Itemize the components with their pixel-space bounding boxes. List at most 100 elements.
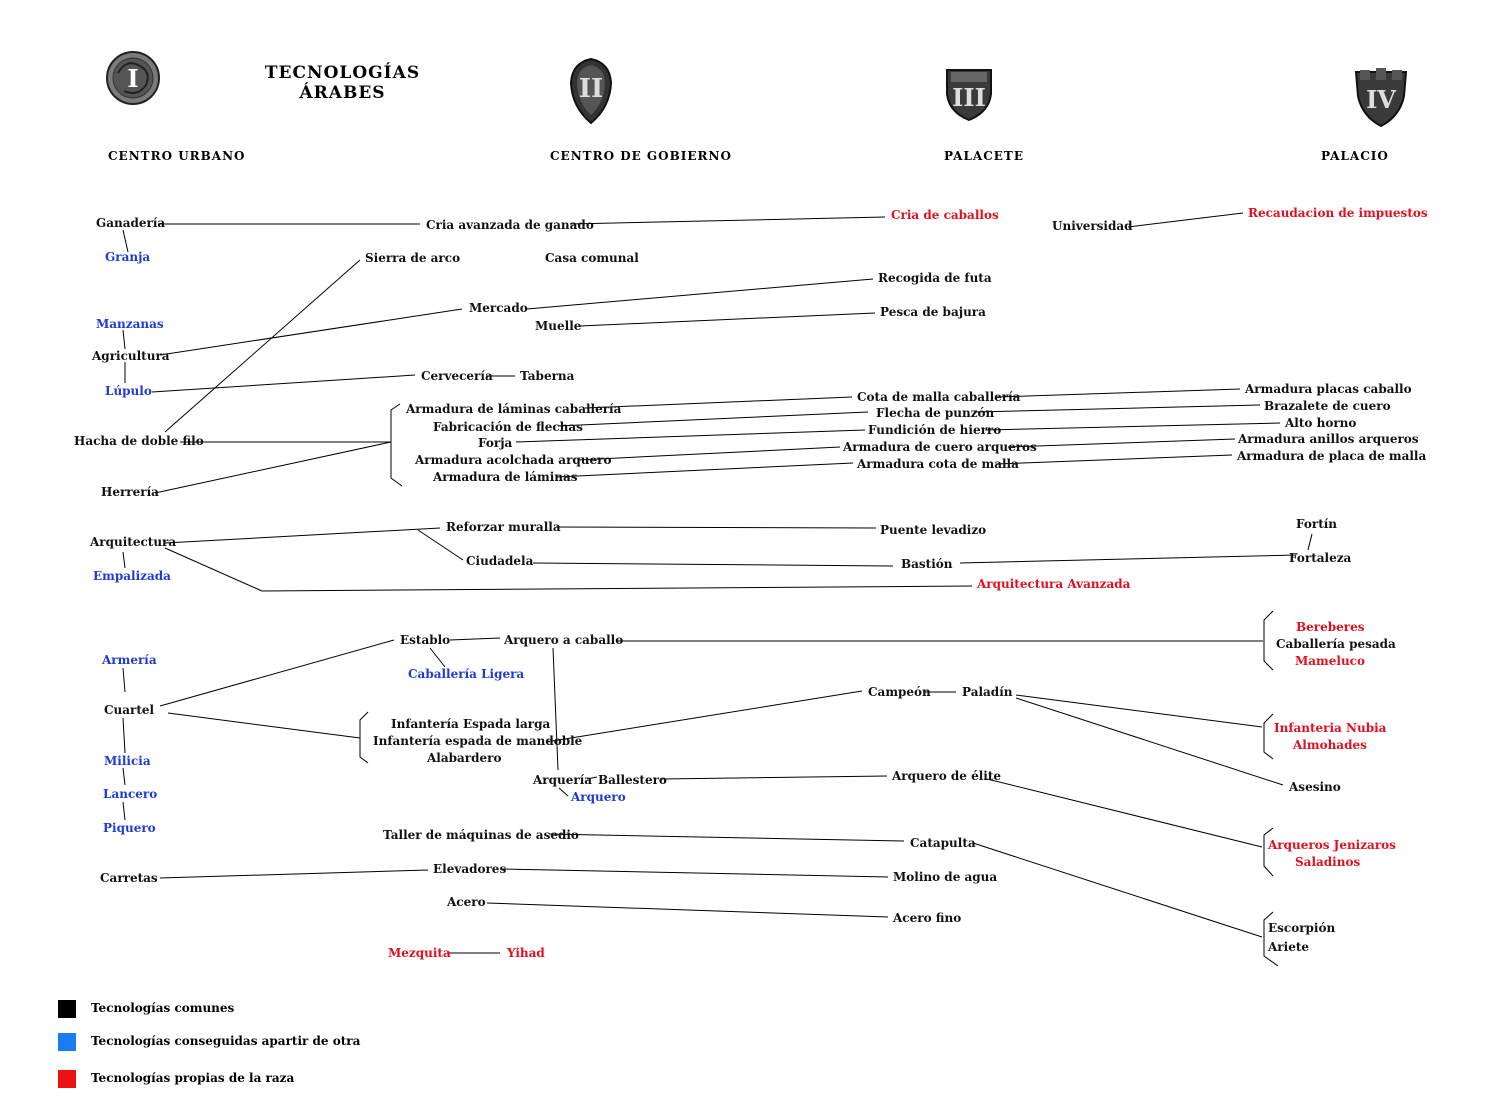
node-ariete: Ariete [1268, 940, 1310, 954]
node-recaudacion: Recaudacion de impuestos [1248, 206, 1428, 220]
age-2-emblem: II [569, 57, 613, 125]
node-alto-horno: Alto horno [1285, 416, 1357, 430]
age-4-emblem: IV [1354, 68, 1408, 128]
node-paladin: Paladín [962, 685, 1013, 699]
node-milicia: Milicia [104, 754, 151, 768]
node-fortin: Fortín [1296, 517, 1338, 531]
node-arquero-caballo: Arquero a caballo [504, 633, 624, 647]
node-arquitectura-avanzada: Arquitectura Avanzada [977, 577, 1131, 591]
node-fundicion-hierro: Fundición de hierro [868, 423, 1002, 437]
node-armadura-cota-malla: Armadura cota de malla [857, 457, 1019, 471]
page-title: TECNOLOGÍAS ÁRABES [250, 63, 435, 103]
legend-label-common: Tecnologías comunes [91, 1001, 235, 1015]
node-acero-fino: Acero fino [893, 911, 962, 925]
node-forja: Forja [478, 436, 513, 450]
node-campeon: Campeón [868, 685, 931, 699]
node-mezquita: Mezquita [388, 946, 451, 960]
node-infanteria-espada-larga: Infantería Espada larga [391, 717, 551, 731]
node-ciudadela: Ciudadela [466, 554, 534, 568]
age-1-numeral: I [127, 64, 138, 93]
node-lupulo: Lúpulo [105, 384, 152, 398]
age-1-label: CENTRO URBANO [108, 149, 246, 163]
legend-swatch-derived [58, 1033, 76, 1051]
node-armadura-placas-caballo: Armadura placas caballo [1245, 382, 1412, 396]
node-recogida-futa: Recogida de futa [878, 271, 992, 285]
node-acero: Acero [447, 895, 486, 909]
age-1-emblem: I [106, 51, 160, 105]
age-4-numeral: IV [1366, 85, 1396, 114]
legend-swatch-common [58, 1000, 76, 1018]
node-muelle: Muelle [535, 319, 582, 333]
node-elevadores: Elevadores [433, 862, 507, 876]
node-manzanas: Manzanas [96, 317, 164, 331]
node-herreria: Herrería [101, 485, 159, 499]
age-3-numeral: III [952, 83, 986, 112]
node-hacha-doble-filo: Hacha de doble filo [74, 434, 204, 448]
age-2-label: CENTRO DE GOBIERNO [550, 149, 732, 163]
node-bereberes: Bereberes [1296, 620, 1365, 634]
node-empalizada: Empalizada [93, 569, 171, 583]
node-ganaderia: Ganadería [96, 216, 166, 230]
node-brazalete-cuero: Brazalete de cuero [1264, 399, 1391, 413]
node-caballeria-pesada: Caballería pesada [1276, 637, 1396, 651]
node-cota-malla-caballeria: Cota de malla caballería [857, 390, 1021, 404]
node-almohades: Almohades [1293, 738, 1367, 752]
node-armadura-acolchada: Armadura acolchada arquero [415, 453, 612, 467]
node-infanteria-nubia: Infanteria Nubia [1274, 721, 1387, 735]
node-catapulta: Catapulta [910, 836, 976, 850]
node-puente-levadizo: Puente levadizo [880, 523, 987, 537]
node-arquitectura: Arquitectura [90, 535, 177, 549]
node-arquero-elite: Arquero de élite [892, 769, 1002, 783]
age-4-label: PALACIO [1321, 149, 1389, 163]
title-line-1: TECNOLOGÍAS [264, 63, 421, 83]
node-cria-avanzada: Cria avanzada de ganado [426, 218, 594, 232]
node-arqueria: Arquería [533, 773, 593, 787]
node-caballeria-ligera: Caballería Ligera [408, 667, 525, 681]
node-taberna: Taberna [520, 369, 575, 383]
node-piquero: Piquero [103, 821, 156, 835]
node-fortaleza: Fortaleza [1289, 551, 1352, 565]
node-infanteria-mandoble: Infantería espada de mandoble [373, 734, 583, 748]
node-universidad: Universidad [1052, 219, 1133, 233]
node-sierra-arco: Sierra de arco [365, 251, 461, 265]
node-mameluco: Mameluco [1295, 654, 1365, 668]
node-escorpion: Escorpión [1268, 921, 1336, 935]
age-3-label: PALACETE [944, 149, 1024, 163]
node-ballestero: Ballestero [598, 773, 667, 787]
node-pesca-bajura: Pesca de bajura [880, 305, 986, 319]
legend-label-derived: Tecnologías conseguidas apartir de otra [91, 1034, 361, 1048]
node-lancero: Lancero [103, 787, 158, 801]
node-bastion: Bastión [901, 557, 953, 571]
age-3-emblem: III [946, 69, 992, 122]
node-granja: Granja [105, 250, 151, 264]
node-arquero: Arquero [571, 790, 626, 804]
node-taller-asedio: Taller de máquinas de asedio [383, 828, 579, 842]
node-reforzar-muralla: Reforzar muralla [446, 520, 561, 534]
age-2-numeral: II [579, 74, 603, 104]
node-carretas: Carretas [100, 871, 158, 885]
node-agricultura: Agricultura [92, 349, 170, 363]
node-yihad: Yihad [507, 946, 545, 960]
node-armeria: Armería [102, 653, 157, 667]
node-asesino: Asesino [1289, 780, 1341, 794]
node-flecha-punzon: Flecha de punzón [876, 406, 995, 420]
node-casa-comunal: Casa comunal [545, 251, 639, 265]
node-molino-agua: Molino de agua [893, 870, 998, 884]
node-armadura-laminas: Armadura de láminas [433, 470, 578, 484]
legend-swatch-race [58, 1070, 76, 1088]
node-mercado: Mercado [469, 301, 528, 315]
node-cerveceria: Cervecería [421, 369, 493, 383]
node-armadura-anillos: Armadura anillos arqueros [1238, 432, 1419, 446]
node-alabardero: Alabardero [427, 751, 502, 765]
node-cria-caballos: Cria de caballos [891, 208, 999, 222]
node-armadura-laminas-caballeria: Armadura de láminas caballería [406, 402, 622, 416]
node-fabricacion-flechas: Fabricación de flechas [433, 420, 583, 434]
node-cuartel: Cuartel [104, 703, 155, 717]
node-establo: Establo [400, 633, 451, 647]
node-armadura-placa-malla: Armadura de placa de malla [1237, 449, 1427, 463]
node-saladinos: Saladinos [1295, 855, 1361, 869]
legend-label-race: Tecnologías propias de la raza [91, 1071, 295, 1085]
node-arqueros-jenizaros: Arqueros Jenizaros [1268, 838, 1396, 852]
